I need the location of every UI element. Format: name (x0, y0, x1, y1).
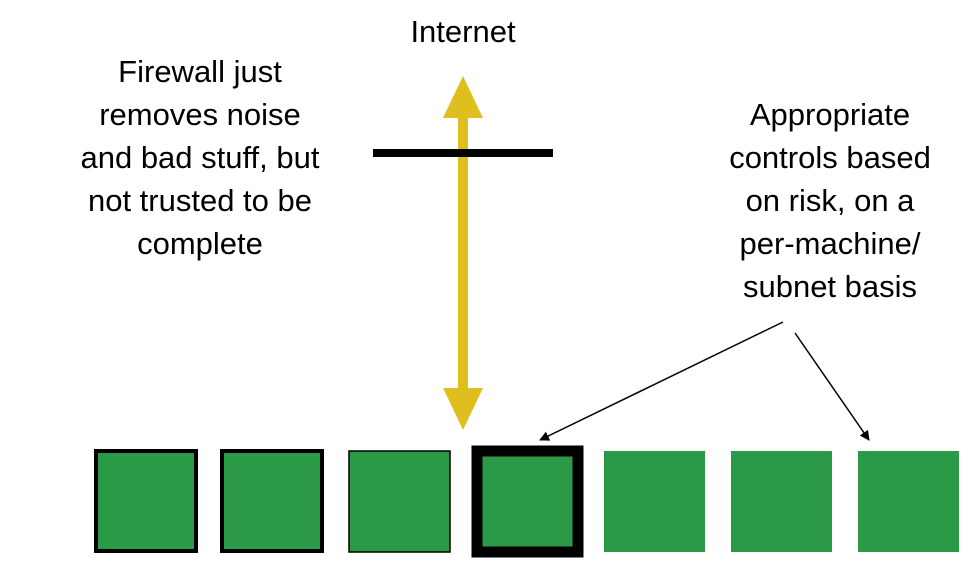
machine-6 (731, 451, 832, 552)
machine-row (94, 445, 959, 558)
firewall-note: Firewall just removes noise and bad stuf… (80, 54, 320, 261)
internet-traffic-arrow (443, 76, 483, 430)
arrow-head-down (443, 388, 483, 430)
arrow-head-up (443, 76, 483, 118)
machine-5 (604, 451, 705, 552)
internet-label: Internet (410, 14, 516, 49)
machine-4 (471, 445, 584, 558)
machine-7 (858, 451, 959, 552)
pointer-arrow-to-machine-7 (794, 332, 870, 441)
pointer-arrow-to-machine-4 (539, 321, 784, 441)
machine-1 (94, 449, 198, 553)
controls-note: Appropriate controls based on risk, on a… (729, 97, 931, 304)
machine-2 (220, 449, 324, 553)
machine-3 (348, 450, 451, 553)
